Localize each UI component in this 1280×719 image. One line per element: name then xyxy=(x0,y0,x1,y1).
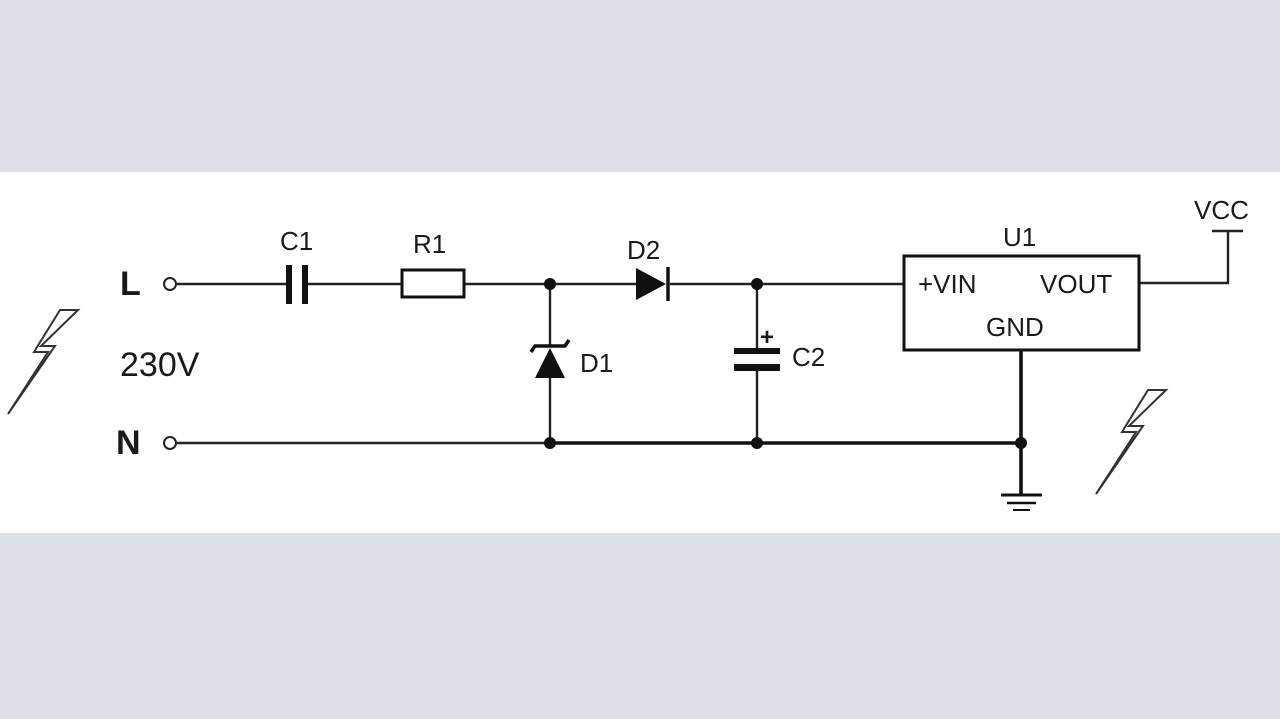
pin-vin-label: +VIN xyxy=(918,269,977,299)
supply-voltage-label: 230V xyxy=(120,346,200,384)
junction-node xyxy=(544,278,556,290)
wire-vout-vcc xyxy=(1139,231,1230,285)
junction-node xyxy=(751,278,763,290)
d1-label: D1 xyxy=(580,348,613,378)
terminal-l-label: L xyxy=(120,265,141,303)
diode-d2 xyxy=(636,267,670,301)
junction-node xyxy=(751,437,763,449)
lightning-icon xyxy=(1095,389,1169,495)
regulator-u1 xyxy=(902,254,1141,352)
pin-vout-label: VOUT xyxy=(1040,269,1112,299)
capacitor-c2 xyxy=(734,348,780,371)
ground-icon xyxy=(1001,493,1042,511)
terminal-l xyxy=(163,277,177,291)
pin-gnd-label: GND xyxy=(986,312,1044,342)
c2-polarity-label: + xyxy=(760,324,774,351)
c1-label: C1 xyxy=(280,226,313,256)
d2-label: D2 xyxy=(627,235,660,265)
resistor-r1 xyxy=(400,268,466,299)
u1-label: U1 xyxy=(1003,222,1036,252)
vcc-label: VCC xyxy=(1194,195,1249,225)
r1-label: R1 xyxy=(413,229,446,259)
lightning-icon xyxy=(7,309,81,415)
capacitor-c1 xyxy=(286,265,308,304)
schematic-panel xyxy=(0,172,1280,533)
junction-node xyxy=(544,437,556,449)
c2-label: C2 xyxy=(792,342,825,372)
terminal-n xyxy=(163,436,177,450)
junction-node xyxy=(1015,437,1027,449)
zener-diode-d1 xyxy=(529,339,571,378)
terminal-n-label: N xyxy=(116,424,141,462)
